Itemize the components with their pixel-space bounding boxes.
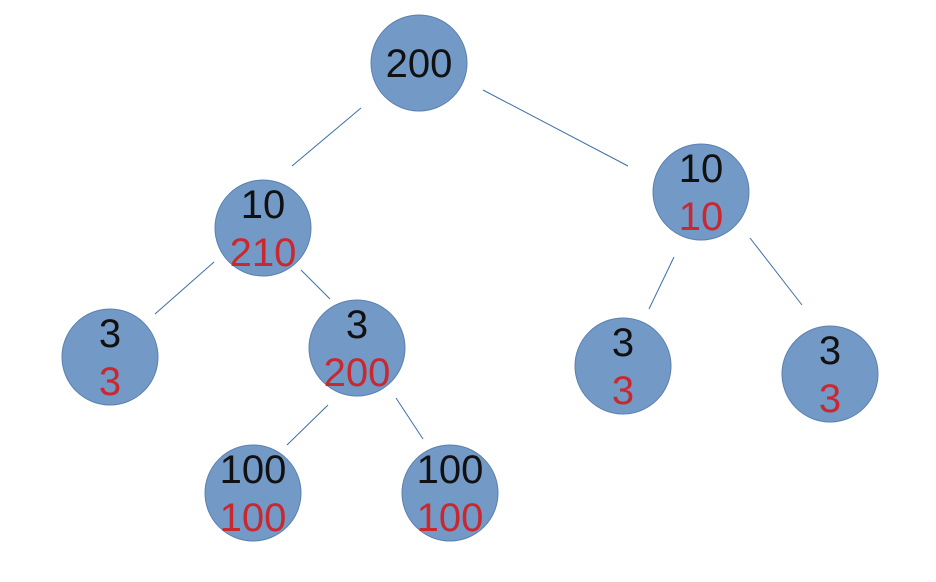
node-top-value: 10 [241, 183, 286, 227]
edge-l-lr [300, 269, 331, 300]
node-top-value: 100 [220, 448, 287, 492]
tree-edges [154, 89, 803, 446]
node-bottom-value: 200 [324, 351, 391, 395]
node-circle [401, 444, 499, 542]
node-circle [574, 317, 672, 415]
node-bottom-value: 3 [819, 377, 841, 421]
node-bottom-value: 3 [612, 369, 634, 413]
node-circle [781, 325, 879, 423]
node-top-value: 100 [417, 448, 484, 492]
edge-root-r [482, 89, 629, 167]
node-bottom-value: 3 [99, 360, 121, 404]
node-circle [652, 143, 750, 241]
node-top-value: 3 [346, 303, 368, 347]
node-bottom-value: 210 [230, 231, 297, 275]
node-circle [204, 444, 302, 542]
node-circle [308, 299, 406, 397]
node-top-value: 3 [99, 312, 121, 356]
node-top-value: 3 [612, 321, 634, 365]
node-circle [370, 14, 468, 112]
node-circle [61, 308, 159, 406]
edge-lr-lrr [395, 397, 424, 440]
edge-root-l [291, 107, 362, 167]
tree-node-ll: 33 [61, 308, 159, 406]
edge-lr-lrl [286, 404, 329, 446]
edge-l-ll [154, 261, 215, 315]
node-bottom-value: 10 [679, 195, 724, 239]
node-bottom-value: 100 [220, 496, 287, 540]
node-circle [214, 179, 312, 277]
edge-r-rl [648, 256, 675, 310]
tree-node-root: 200 [370, 14, 468, 112]
node-bottom-value: 100 [417, 496, 484, 540]
node-top-value: 10 [679, 147, 724, 191]
node-top-value: 3 [819, 329, 841, 373]
tree-node-rl: 33 [574, 317, 672, 415]
edge-r-rr [749, 237, 803, 306]
tree-node-rr: 33 [781, 325, 879, 423]
node-top-value: 200 [386, 42, 453, 86]
